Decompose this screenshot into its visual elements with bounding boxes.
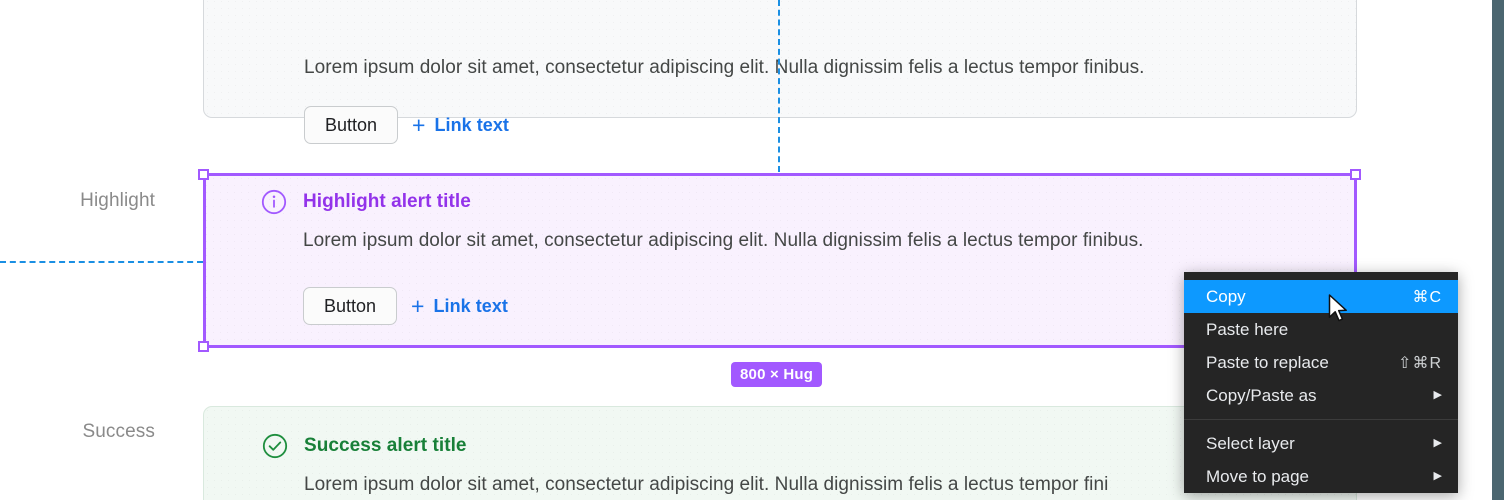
context-menu-item-copy[interactable]: Copy ⌘C bbox=[1184, 280, 1458, 313]
context-menu-item-copy-paste-as[interactable]: Copy/Paste as ▶ bbox=[1184, 379, 1458, 412]
alignment-guide-vertical bbox=[778, 0, 780, 172]
menu-item-shortcut: ⌘C bbox=[1412, 288, 1442, 306]
menu-item-label: Paste to replace bbox=[1206, 352, 1329, 372]
plus-icon: + bbox=[412, 111, 426, 138]
row-label-success: Success bbox=[82, 421, 155, 442]
alert-link-label: Link text bbox=[433, 295, 508, 316]
selection-handle-bottom-left[interactable] bbox=[198, 341, 209, 352]
alert-title-highlight: Highlight alert title bbox=[303, 191, 471, 212]
context-menu-item-paste-to-replace[interactable]: Paste to replace ⇧⌘R bbox=[1184, 346, 1458, 379]
alert-link-label: Link text bbox=[434, 114, 509, 135]
size-badge: 800 × Hug bbox=[731, 362, 823, 387]
check-circle-icon bbox=[262, 433, 288, 459]
selection-handle-top-left[interactable] bbox=[198, 169, 209, 180]
menu-item-label: Select layer bbox=[1206, 433, 1295, 453]
alignment-guide-horizontal bbox=[0, 261, 203, 263]
context-menu-item-paste-here[interactable]: Paste here bbox=[1184, 313, 1458, 346]
selection-edge-left bbox=[203, 173, 206, 348]
context-menu-separator bbox=[1184, 419, 1458, 420]
menu-item-label: Paste here bbox=[1206, 319, 1289, 339]
alert-link-neutral[interactable]: + Link text bbox=[412, 111, 509, 138]
alert-card-neutral[interactable]: Lorem ipsum dolor sit amet, consectetur … bbox=[203, 0, 1357, 144]
alert-title-success: Success alert title bbox=[304, 435, 467, 456]
context-menu-item-move-to-page[interactable]: Move to page ▶ bbox=[1184, 460, 1458, 493]
menu-item-label: Move to page bbox=[1206, 466, 1310, 486]
selection-edge-top bbox=[203, 173, 1357, 176]
alert-button-neutral[interactable]: Button bbox=[304, 106, 399, 144]
alert-body-text: Lorem ipsum dolor sit amet, consectetur … bbox=[304, 57, 1145, 78]
context-menu-group-clipboard: Copy ⌘C Paste here Paste to replace ⇧⌘R … bbox=[1184, 280, 1458, 412]
context-menu[interactable]: Copy ⌘C Paste here Paste to replace ⇧⌘R … bbox=[1184, 272, 1458, 493]
submenu-arrow-icon: ▶ bbox=[1433, 470, 1442, 482]
alert-link-highlight[interactable]: + Link text bbox=[411, 292, 508, 319]
scrollbar-thumb[interactable] bbox=[1492, 0, 1504, 500]
selection-edge-bottom bbox=[203, 345, 1357, 348]
context-menu-group-layer: Select layer ▶ Move to page ▶ bbox=[1184, 427, 1458, 493]
alert-body-text: Lorem ipsum dolor sit amet, consectetur … bbox=[303, 230, 1144, 251]
menu-item-label: Copy bbox=[1206, 286, 1246, 306]
context-menu-item-select-layer[interactable]: Select layer ▶ bbox=[1184, 427, 1458, 460]
alert-actions: Button + Link text bbox=[304, 106, 509, 144]
row-label-highlight: Highlight bbox=[80, 190, 155, 211]
alert-body-text: Lorem ipsum dolor sit amet, consectetur … bbox=[304, 474, 1109, 495]
selection-handle-top-right[interactable] bbox=[1350, 169, 1361, 180]
menu-item-label: Copy/Paste as bbox=[1206, 385, 1317, 405]
submenu-arrow-icon: ▶ bbox=[1433, 389, 1442, 401]
scrollbar-track[interactable] bbox=[1492, 0, 1504, 500]
alert-button-highlight[interactable]: Button bbox=[303, 287, 398, 325]
menu-item-shortcut: ⇧⌘R bbox=[1398, 354, 1442, 372]
plus-icon: + bbox=[411, 292, 425, 319]
selection-edge-right bbox=[1354, 173, 1357, 348]
alert-actions: Button + Link text bbox=[303, 287, 508, 325]
submenu-arrow-icon: ▶ bbox=[1433, 437, 1442, 449]
info-circle-icon bbox=[261, 189, 287, 215]
